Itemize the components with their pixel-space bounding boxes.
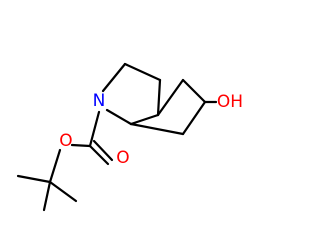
bond-c2-c3 bbox=[123, 62, 162, 82]
bond-c3a-c6a bbox=[129, 113, 160, 126]
carbonyl-oxygen-label: O bbox=[116, 148, 129, 168]
bond-ester-o-tbu-c bbox=[48, 148, 62, 184]
hydroxyl-label: OH bbox=[217, 92, 243, 112]
structure-canvas: N O O OH bbox=[0, 0, 250, 250]
bond-n-carbonyl-c bbox=[88, 110, 101, 148]
background bbox=[0, 0, 250, 250]
bond-c3a-c4 bbox=[156, 78, 185, 117]
bond-n-c2 bbox=[101, 62, 127, 93]
bond-carbonyl-c-o-double-2 bbox=[92, 139, 114, 162]
ring-ester-oxygen-label: O bbox=[59, 131, 72, 151]
bond-c5-c6 bbox=[181, 100, 207, 136]
bond-c6-c6a bbox=[129, 122, 185, 136]
bond-tbu-c-methyl-left bbox=[16, 174, 52, 184]
nitrogen-label: N bbox=[93, 91, 106, 111]
bond-tbu-c-methyl-right bbox=[48, 180, 78, 203]
bond-carbonyl-c-o-double-1 bbox=[88, 144, 110, 166]
bond-c6a-n bbox=[105, 108, 133, 126]
bond-c4-c5 bbox=[181, 78, 207, 104]
bond-tbu-c-methyl-down bbox=[42, 180, 52, 212]
bond-carbonyl-c-ester-o bbox=[70, 143, 92, 148]
molecule-diagram: N O O OH bbox=[0, 0, 250, 250]
bond-c3-c3a bbox=[156, 78, 162, 117]
